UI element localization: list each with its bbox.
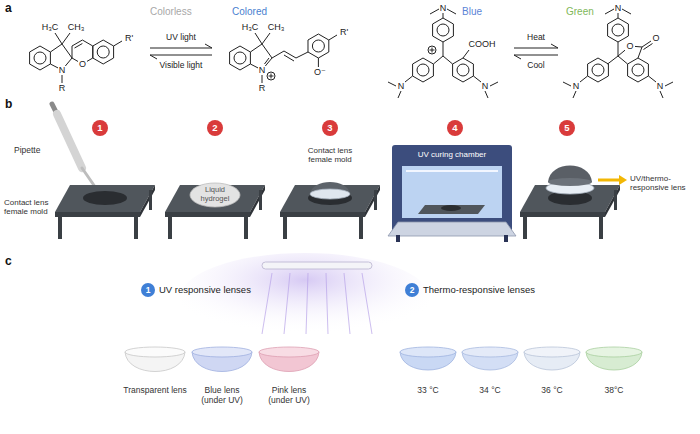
step-number-circle: 1 [141,283,155,297]
step-number: 2 [212,123,217,133]
step-number-circle: 3 [322,120,338,136]
step-number-circle: 1 [92,120,108,136]
step-number: 3 [327,123,332,133]
step-number: 1 [97,123,102,133]
state-label: Blue [462,6,482,18]
atom-label: R [258,84,267,93]
step-number: 2 [410,286,415,295]
section-title: Thermo-responsive lenses [423,285,535,296]
contact-lens [586,347,642,370]
contact-lens [125,347,185,372]
atom-label: H₃C [41,23,60,32]
uv-lamp [180,253,430,343]
atom-label: R [58,84,67,93]
contact-lens [259,347,319,372]
atom-label: CH₃ [267,23,286,32]
section-title: UV responsive lenses [159,285,251,296]
yellow-arrow [598,175,627,185]
atom-label: O [651,34,660,43]
atom-label: N [397,82,406,91]
contact-lens [524,347,580,370]
part-label: UV curing chamber [418,150,486,159]
panel-letter: a [5,2,12,16]
equilibrium-arrow [514,44,558,59]
part-label: Contact lens female mold [295,146,365,164]
temperature-label: 38°C [589,386,639,396]
atom-label: O [78,60,87,69]
arrow-label: UV light [166,33,196,43]
step-number: 5 [564,123,569,133]
atom-label: CH₃ [67,23,86,32]
atom-label: R' [339,28,349,37]
atom-label: COOH [468,40,497,49]
part-label: Contact lens female mold [4,198,56,216]
platform [520,166,620,240]
contact-lens [192,347,252,372]
step-number-circle: 4 [447,120,463,136]
temperature-label: 34 °C [465,386,515,396]
lens-label: Pink lens (under UV) [263,386,315,406]
atom-label: N [439,4,448,13]
atom-label: N [572,82,581,91]
platform [165,183,265,239]
equilibrium-arrow [150,44,212,59]
part-label: UV/thermo-responsive lens [630,174,694,192]
arrow-label: Cool [527,61,544,71]
pipette [52,104,100,194]
state-label: Colorless [150,6,192,18]
uv-curing-chamber [388,145,516,242]
step-number-circle: 5 [559,120,575,136]
step-number: 4 [452,123,457,133]
atom-label: O⁻ [313,68,327,77]
contact-lens [400,347,456,370]
state-label: Green [566,6,594,18]
step-number-circle: 2 [405,283,419,297]
atom-label: N [58,66,67,75]
temperature-label: 33 °C [403,386,453,396]
atom-label: O [625,42,634,51]
lens-label: Transparent lens [115,386,195,396]
atom-label: N [656,82,665,91]
state-label: Colored [232,6,267,18]
panel-letter: b [5,98,12,112]
platform [280,182,380,239]
step-number-circle: 2 [207,120,223,136]
atom-label: H₃C [241,23,260,32]
atom-label: N [258,66,267,75]
temperature-label: 36 °C [527,386,577,396]
atom-label: R' [124,34,134,43]
platform [55,185,155,239]
lactone-structure [563,9,673,98]
spiropyran-structure [30,33,122,83]
panel-letter: c [5,255,12,269]
contact-lens [462,347,518,370]
step-number: 1 [146,286,151,295]
atom-label: N [614,4,623,13]
atom-label: N [481,82,490,91]
part-label: Liquid hydrogel [195,186,235,203]
merocyanine-structure [230,33,337,83]
arrow-label: Visible light [160,61,203,71]
lens-label: Blue lens (under UV) [196,386,248,406]
arrow-label: Heat [527,33,545,43]
part-label: Pipette [14,146,40,156]
triarylmethane-structure [388,9,498,98]
